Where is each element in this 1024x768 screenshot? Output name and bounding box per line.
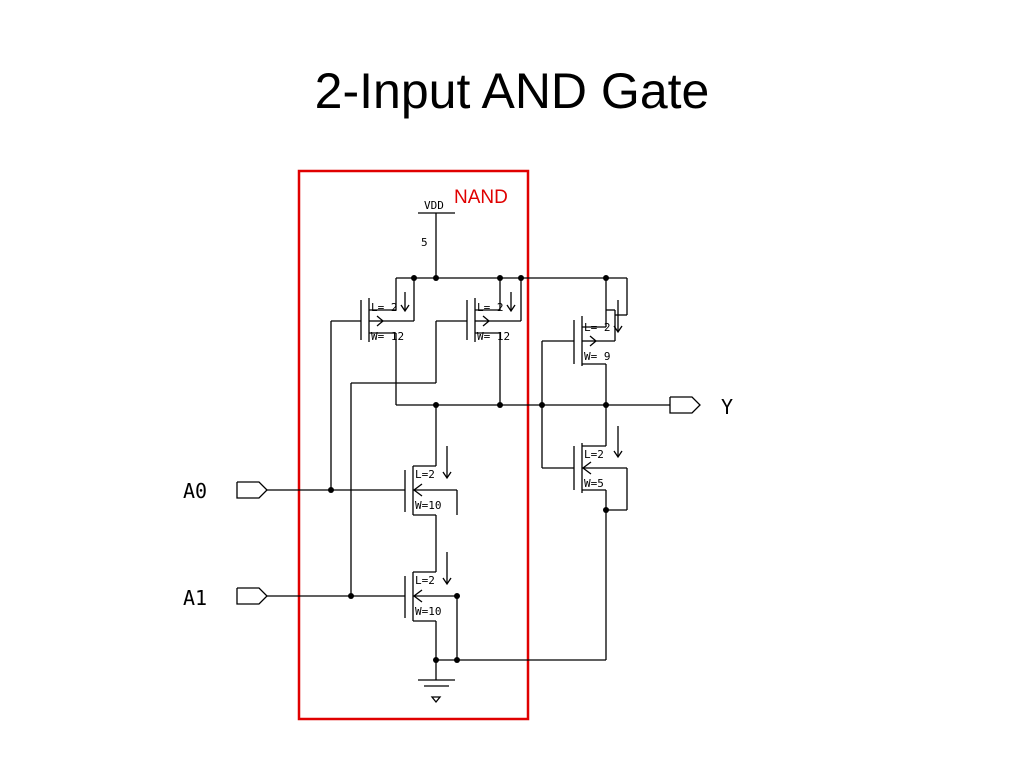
slide-title: 2-Input AND Gate [314, 63, 710, 119]
nand-highlight-box [297, 169, 530, 721]
nand-pmos-1: L= 2 W= 12 [331, 292, 415, 343]
nand-pmos-2: L= 2 W= 12 [435, 292, 522, 383]
input-a1: A1 [183, 586, 405, 610]
vdd-supply: VDD 5 [418, 199, 455, 278]
nmos1-width: W=10 [415, 499, 442, 512]
inv-nmos-width: W=5 [584, 477, 604, 490]
inv-pmos-width: W= 9 [584, 350, 611, 363]
input-a0: A0 [183, 479, 405, 503]
ground-symbol [418, 679, 455, 704]
nand-nmos-1: L=2 W=10 [404, 446, 458, 516]
input-a0-label: A0 [183, 479, 207, 503]
inverter-pmos: L= 2 W= 9 [573, 300, 623, 366]
inv-nmos-length: L=2 [584, 448, 604, 461]
input-a1-label: A1 [183, 586, 207, 610]
output-node: Y [605, 364, 733, 446]
nmos2-width: W=10 [415, 605, 442, 618]
nand-label: NAND [454, 187, 508, 208]
junction-dots [328, 275, 609, 663]
nmos1-length: L=2 [415, 468, 435, 481]
nand-nmos-2: L=2 W=10 [404, 552, 457, 622]
output-y-label: Y [721, 395, 733, 419]
gate-wiring [330, 321, 436, 596]
vdd-label: VDD [424, 199, 444, 212]
inverter-nmos: L=2 W=5 [573, 426, 628, 511]
nmos2-length: L=2 [415, 574, 435, 587]
pmos2-width: W= 12 [477, 330, 510, 343]
pmos1-length: L= 2 [371, 301, 398, 314]
pmos2-length: L= 2 [477, 301, 504, 314]
pmos1-width: W= 12 [371, 330, 404, 343]
inv-pmos-length: L= 2 [584, 321, 611, 334]
vdd-value: 5 [421, 236, 428, 249]
ground-bus [435, 510, 607, 680]
